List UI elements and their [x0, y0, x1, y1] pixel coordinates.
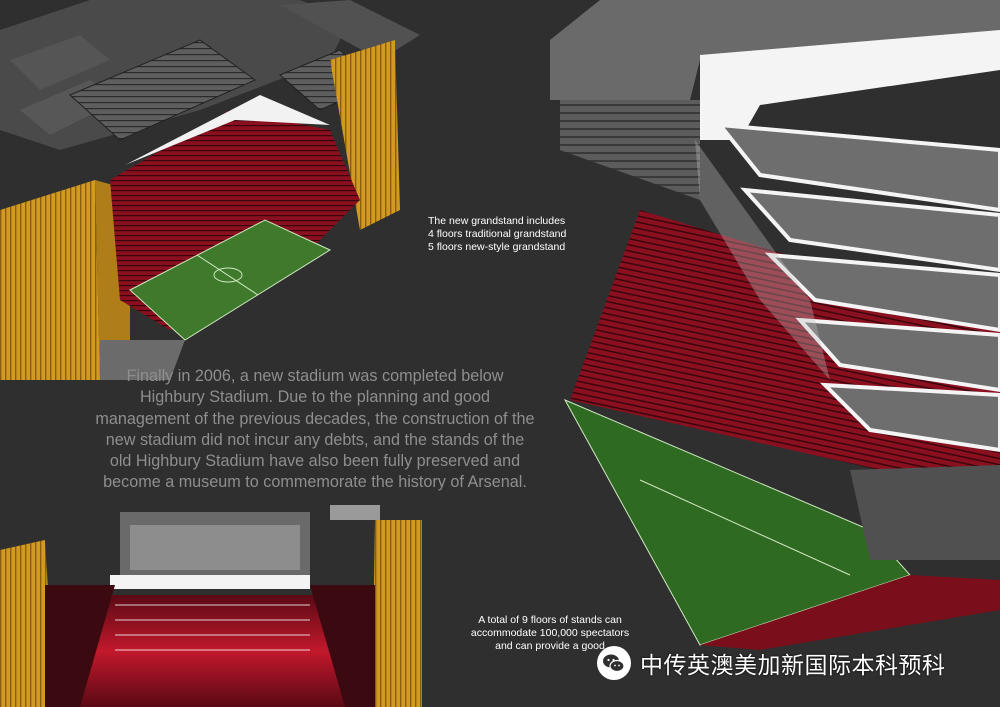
white-stand-band [110, 575, 310, 589]
lower-terrace [850, 465, 1000, 560]
capacity-note-line: accommodate 100,000 spectators [470, 627, 630, 639]
football-pitch [129, 219, 332, 341]
gold-facade-left [0, 180, 100, 380]
grandstand-note: The new grandstand includes 4 floors tra… [428, 215, 566, 254]
stadium-isometric-illustration [0, 0, 420, 380]
history-line: become a museum to commemorate the histo… [103, 473, 527, 492]
old-stand-roof [69, 39, 256, 141]
history-line: new stadium did not incur any debts, and… [105, 430, 525, 449]
capacity-note-line: A total of 9 floors of stands can [478, 614, 622, 626]
watermark: 中传英澳美加新国际本科预科 [596, 645, 946, 681]
history-line: management of the previous decades, the … [95, 409, 535, 428]
history-line: Highbury Stadium. Due to the planning an… [139, 388, 491, 407]
gold-facade-elevation-right [372, 520, 422, 707]
gold-facade-right [330, 40, 400, 230]
cantilever-stands [715, 122, 1000, 453]
white-structure [700, 30, 1000, 140]
history-paragraph: Finally in 2006, a new stadium was compl… [70, 366, 560, 494]
grandstand-note-line: 4 floors traditional grandstand [428, 228, 567, 240]
grandstand-note-line: The new grandstand includes [428, 215, 566, 227]
watermark-text: 中传英澳美加新国际本科预科 [640, 653, 946, 679]
glass-facade [695, 140, 830, 380]
gold-facade-elevation-left [0, 540, 55, 707]
grandstand-note-line: 5 floors new-style grandstand [428, 241, 566, 253]
stadium-elevation-illustration [0, 505, 422, 707]
capacity-note-line: and can provide a good [495, 640, 605, 652]
capacity-note: A total of 9 floors of stands can accomm… [440, 614, 660, 653]
history-line: old Highbury Stadium have also been full… [109, 452, 521, 471]
wechat-icon [597, 646, 631, 680]
history-line: Finally in 2006, a new stadium was compl… [126, 367, 504, 385]
